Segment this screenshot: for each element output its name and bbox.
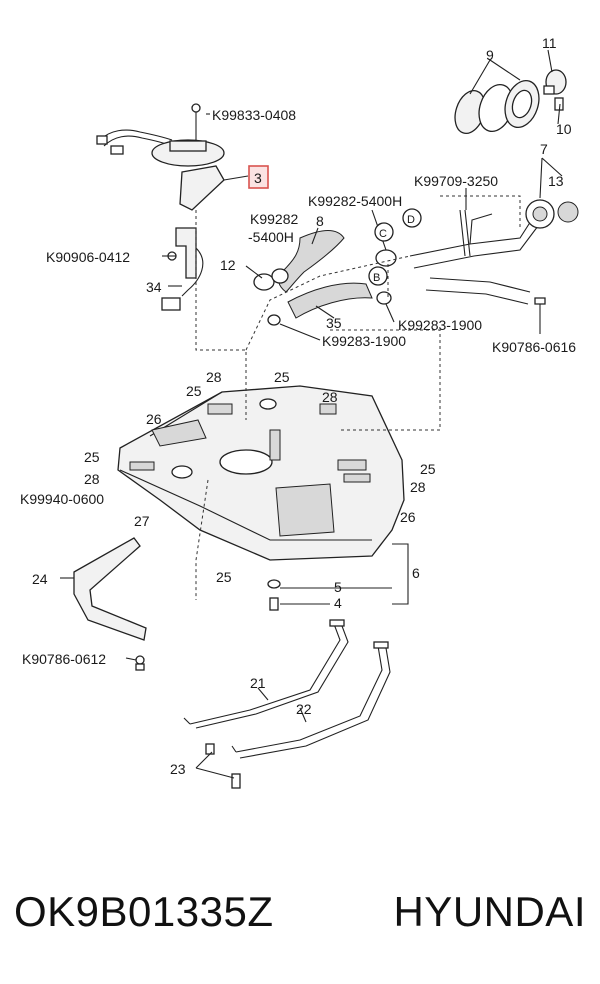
callout-label: 26 [400,509,416,525]
callout-label: K99282 [250,211,298,227]
callout-label: 6 [412,565,420,581]
callout-label: 10 [556,121,572,137]
callout-label: 3 [254,170,262,186]
tank-straps [183,619,391,789]
callout-label: K99283-1900 [322,333,406,349]
callout-label: 4 [334,595,342,611]
callout-labels: K99833-0408 3 K90906-0412 34 K99282 -540… [20,35,576,777]
fuel-tank [117,385,405,561]
callout-label: K99283-1900 [398,317,482,333]
callout-label: 9 [486,47,494,63]
callout-label: 27 [134,513,150,529]
callout-label: 25 [216,569,232,585]
callout-label: 12 [220,257,236,273]
callout-label: 5 [334,579,342,595]
callout-label: K99282-5400H [308,193,402,209]
filler-neck-pipe [409,199,579,318]
callout-label: 28 [84,471,100,487]
highlight-box [248,165,269,189]
callout-label: 21 [250,675,266,691]
drain-plug [267,579,281,611]
callout-label: 8 [316,213,324,229]
callout-label: 22 [296,701,312,717]
callout-label: 13 [548,173,564,189]
callout-label: K99940-0600 [20,491,104,507]
callout-label: 7 [540,141,548,157]
filler-hoses [253,230,397,326]
callout-label: 28 [322,389,338,405]
callout-label: -5400H [248,229,294,245]
callout-label: D [407,214,415,226]
callout-label: 23 [170,761,186,777]
fuel-pump-assembly [96,103,225,211]
callout-label: 25 [186,383,202,399]
callout-label: 26 [146,411,162,427]
callout-label: K90786-0612 [22,651,106,667]
sender-bracket [161,227,204,311]
callout-label: B [373,272,380,284]
callout-label: 28 [206,369,222,385]
callout-label: C [379,228,387,240]
callout-label: 25 [274,369,290,385]
callout-label: K90786-0616 [492,339,576,355]
callout-label: 28 [410,479,426,495]
callout-label: 25 [420,461,436,477]
callout-label: 25 [84,449,100,465]
callout-label: 11 [542,35,557,51]
fuel-door-assembly [454,69,567,135]
brand-name: HYUNDAI [393,888,586,935]
heat-protector [73,537,147,671]
reference-lines [195,195,521,600]
part-number: OK9B01335Z [14,888,274,935]
callout-label: 35 [326,315,342,331]
callout-label: 34 [146,279,162,295]
product-caption: OK9B01335Z HYUNDAI [0,872,600,952]
callout-label: 24 [32,571,48,587]
callout-label: K99833-0408 [212,107,296,123]
callout-label: K90906-0412 [46,249,130,265]
callout-label: K99709-3250 [414,173,498,189]
